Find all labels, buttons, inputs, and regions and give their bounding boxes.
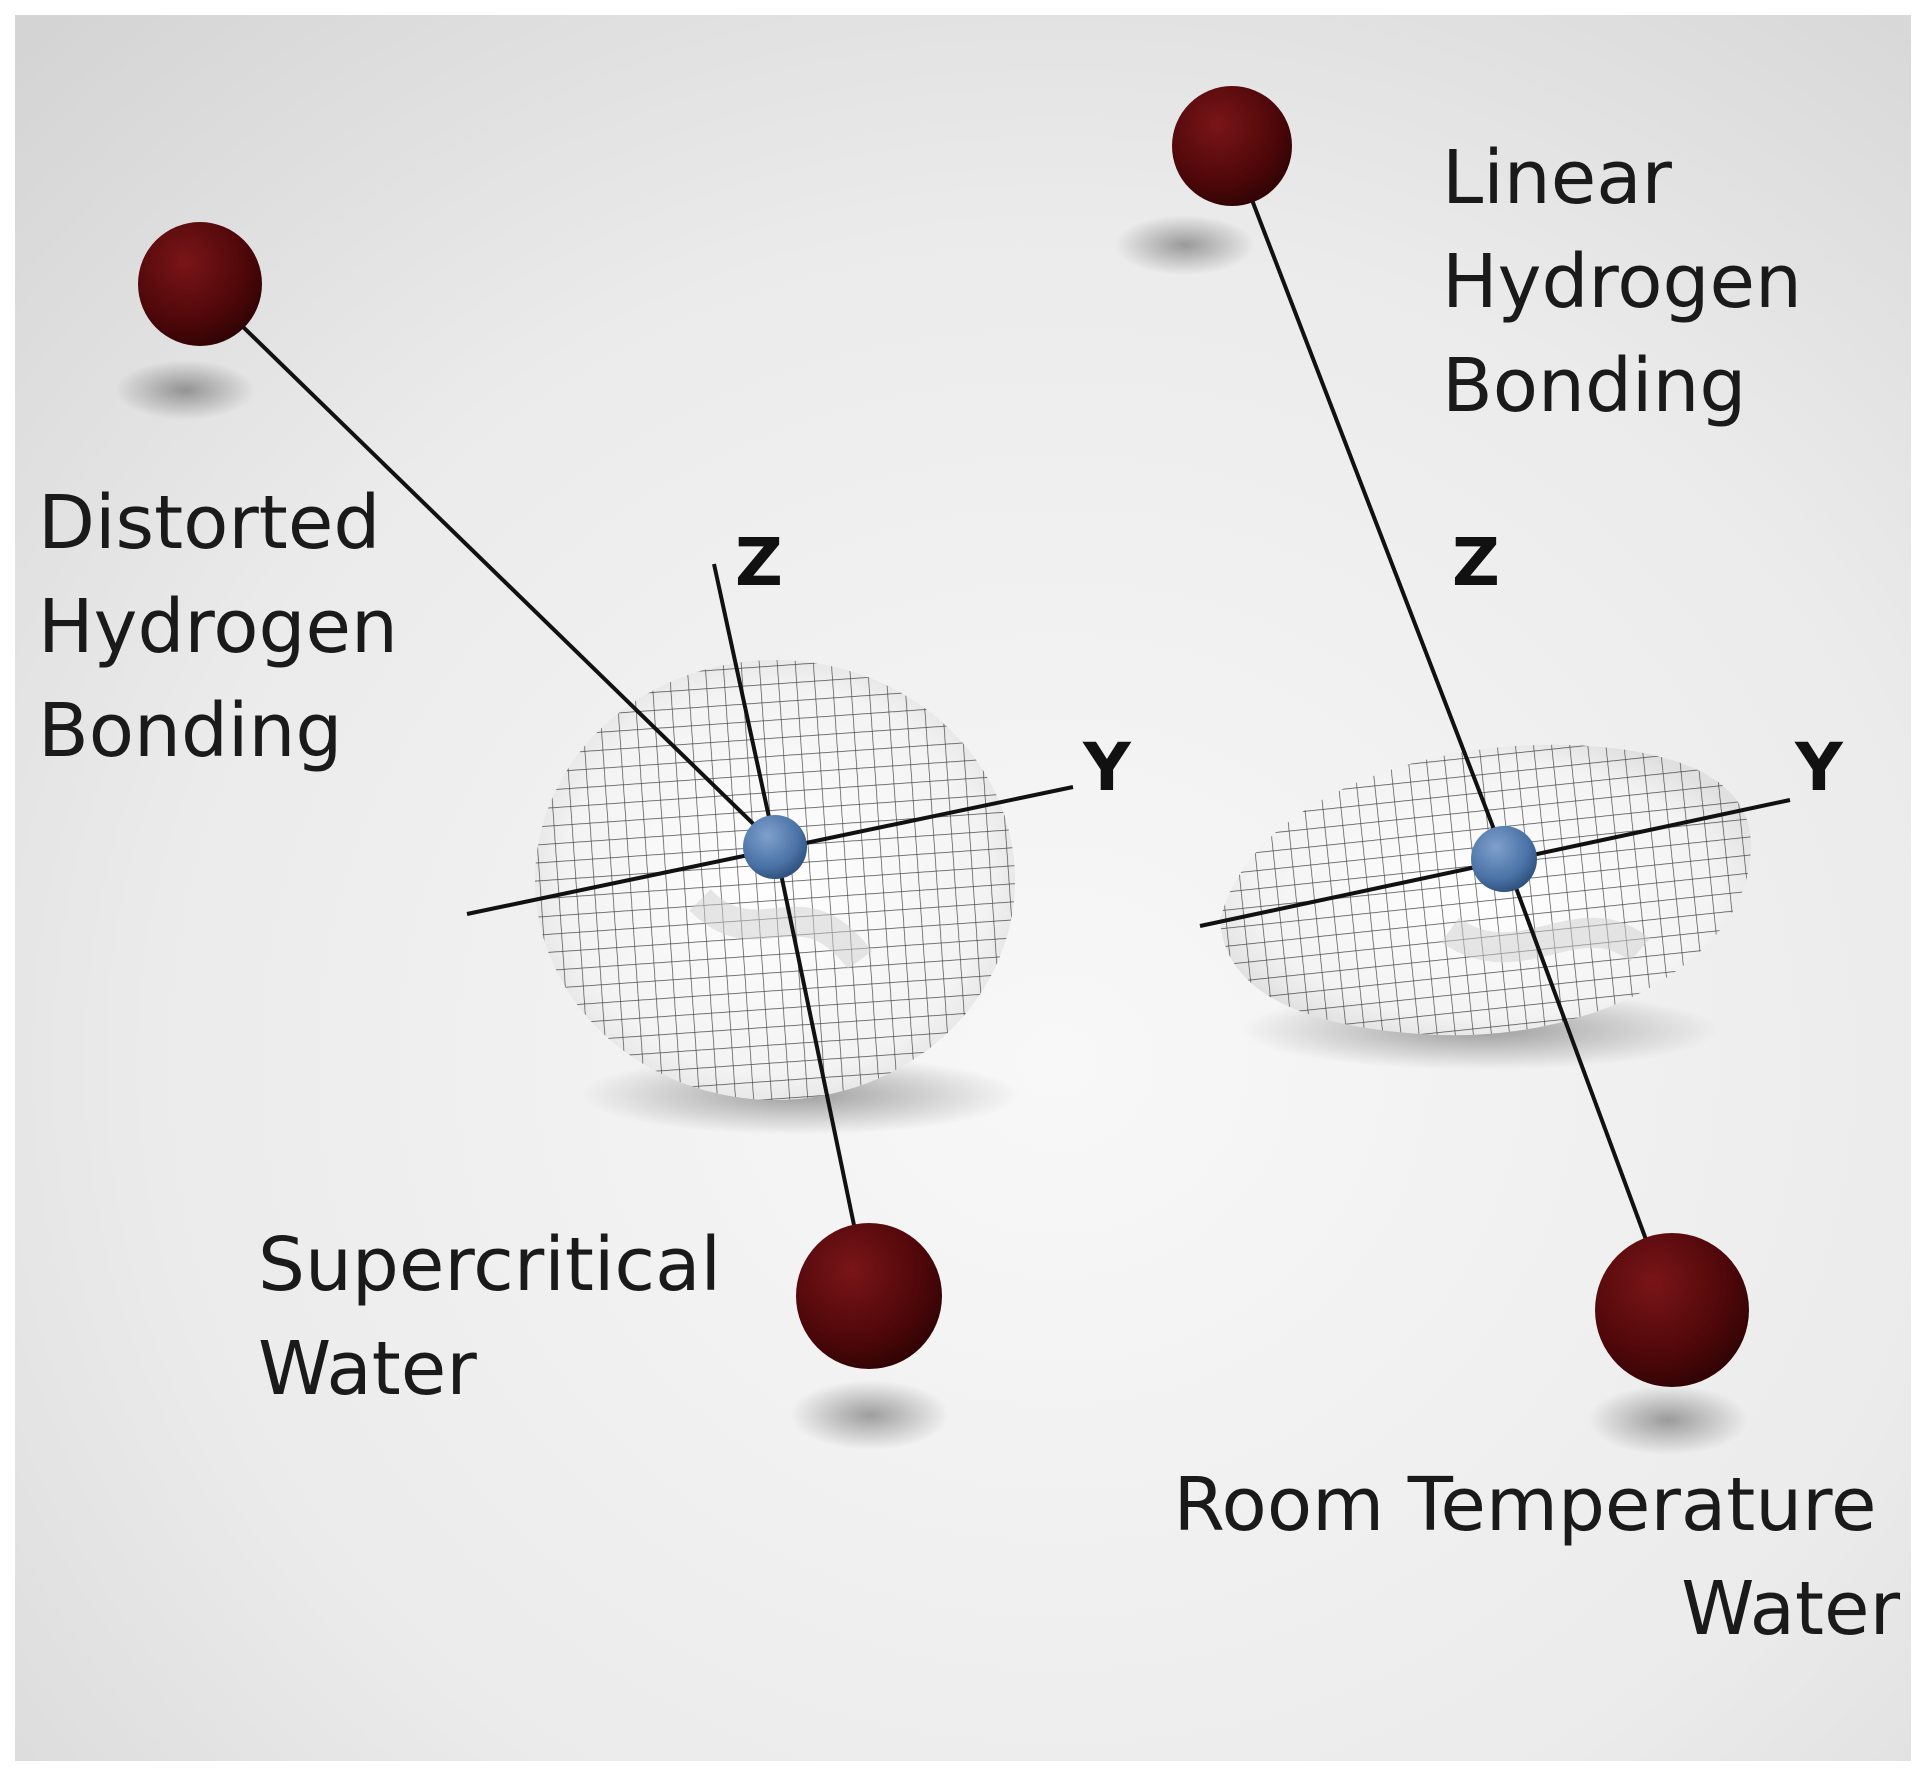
oxygen-atom <box>1471 826 1537 892</box>
hydrogen-atom <box>138 222 262 346</box>
panel-caption-line: Supercritical <box>258 1222 721 1308</box>
panel-caption-line: Water <box>258 1326 477 1412</box>
panel-caption: Room Temperature Water <box>1173 1462 1900 1652</box>
z-axis <box>712 563 777 846</box>
shadow <box>1115 215 1255 275</box>
hydrogen-atom <box>1595 1233 1749 1387</box>
panel-caption-line: Water <box>1681 1566 1900 1652</box>
y-axis-label: Y <box>1794 729 1844 806</box>
bond-type-label-line: Linear <box>1442 135 1673 221</box>
panel-supercritical: Z Y Distorted Hydrogen Bonding Supercrit… <box>38 222 1132 1450</box>
covalent-bond-line <box>1503 857 1650 1246</box>
hydrogen-bond-line <box>1230 147 1507 859</box>
distribution-mesh <box>535 660 1015 1100</box>
panel-caption-line: Room Temperature <box>1173 1462 1876 1548</box>
bond-type-label: Linear Hydrogen Bonding <box>1442 135 1825 429</box>
bond-type-label-line: Bonding <box>38 688 342 774</box>
oxygen-atom <box>743 815 807 879</box>
panel-caption: Supercritical Water <box>258 1222 745 1412</box>
z-axis-label: Z <box>735 524 783 601</box>
covalent-bond-line <box>773 844 857 1231</box>
bond-type-label-line: Bonding <box>1442 343 1746 429</box>
shadow <box>790 1380 950 1450</box>
bond-type-label-line: Hydrogen <box>1442 239 1802 325</box>
bond-type-label-line: Distorted <box>38 480 380 566</box>
bond-type-label: Distorted Hydrogen Bonding <box>38 480 421 774</box>
hydrogen-atom <box>796 1223 942 1369</box>
z-axis-label: Z <box>1452 524 1500 601</box>
y-axis-label: Y <box>1082 729 1132 806</box>
shadow <box>1588 1385 1748 1455</box>
hydrogen-bond-line <box>198 283 777 847</box>
shadow <box>115 360 255 420</box>
hydrogen-atom <box>1172 86 1292 206</box>
bond-type-label-line: Hydrogen <box>38 584 398 670</box>
